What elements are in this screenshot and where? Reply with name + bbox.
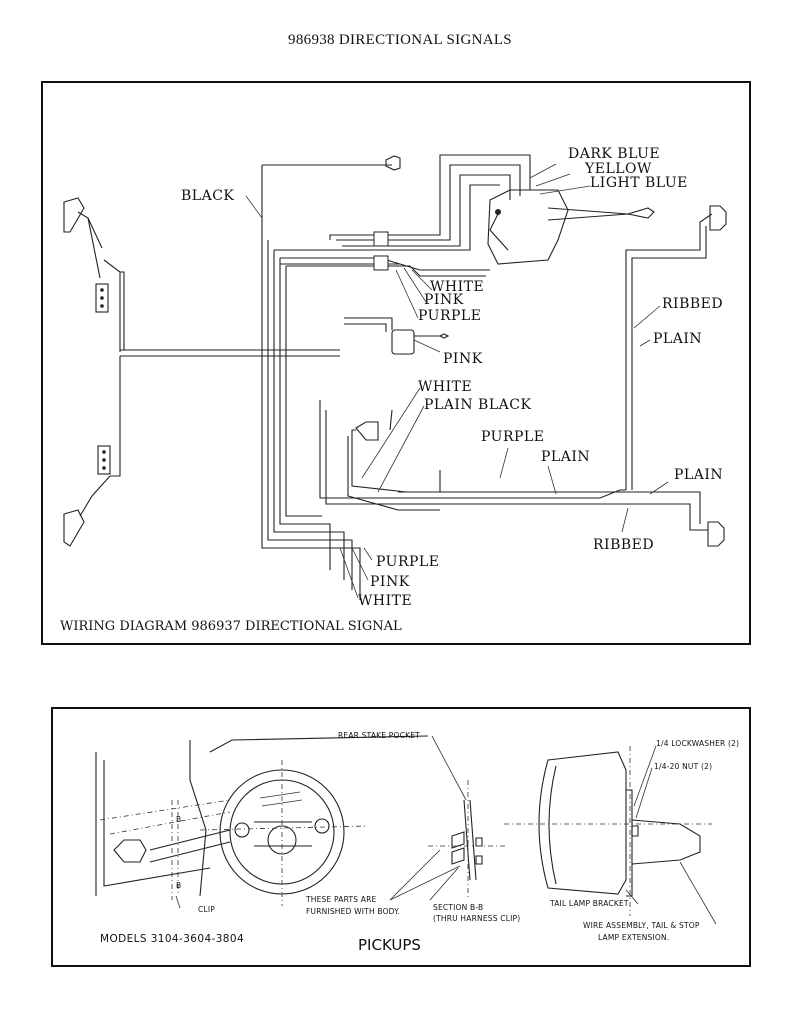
- label-section-b-bottom: B: [176, 881, 181, 890]
- tail-lamp-front-view: [199, 760, 369, 906]
- label-wire-line2: LAMP EXTENSION.: [598, 933, 669, 942]
- label-nut: 1/4-20 NUT (2): [654, 762, 712, 771]
- label-plain-black: PLAIN BLACK: [424, 397, 531, 413]
- label-ribbed-upper: RIBBED: [662, 296, 723, 312]
- pickups-panel: REAR STAKE POCKET 1/4 LOCKWASHER (2) 1/4…: [51, 707, 751, 967]
- pickups-title: PICKUPS: [358, 936, 421, 954]
- label-section-b-top: B: [176, 815, 181, 824]
- tail-lamp-side-view: [504, 746, 712, 916]
- section-b-b-view: [428, 780, 508, 900]
- wiring-diagram-caption: WIRING DIAGRAM 986937 DIRECTIONAL SIGNAL: [60, 619, 402, 634]
- label-white-lower: WHITE: [358, 593, 412, 609]
- left-front-lamp-upper: [63, 197, 121, 352]
- label-plain-mid: PLAIN: [541, 449, 590, 465]
- turn-signal-switch: [487, 189, 655, 265]
- label-section-line1: SECTION B-B: [433, 903, 483, 912]
- label-plain-upper: PLAIN: [653, 331, 702, 347]
- label-pink-lower: PINK: [370, 574, 410, 590]
- label-wire-line1: WIRE ASSEMBLY, TAIL & STOP: [583, 921, 700, 930]
- label-yellow: YELLOW: [584, 161, 652, 177]
- label-clip: CLIP: [198, 905, 215, 914]
- page-title: 986938 DIRECTIONAL SIGNALS: [288, 32, 512, 48]
- label-purple-lower: PURPLE: [376, 554, 439, 570]
- label-ribbed-lower: RIBBED: [593, 537, 654, 553]
- label-black: BLACK: [181, 188, 234, 204]
- label-purple-mid: PURPLE: [481, 429, 544, 445]
- wiring-diagram-panel: DARK BLUE YELLOW LIGHT BLUE BLACK WHITE …: [41, 81, 751, 645]
- flasher: [344, 317, 450, 355]
- label-section-line2: (THRU HARNESS CLIP): [433, 914, 520, 923]
- label-purple-upper: PURPLE: [418, 308, 481, 324]
- label-plain-right: PLAIN: [674, 467, 723, 483]
- label-white-upper: WHITE: [430, 279, 484, 295]
- label-white-mid: WHITE: [418, 379, 472, 395]
- label-light-blue: LIGHT BLUE: [590, 175, 688, 191]
- label-parts-line1: THESE PARTS ARE: [305, 895, 377, 904]
- label-rear-stake-pocket: REAR STAKE POCKET: [338, 731, 420, 740]
- label-tail-lamp-bracket: TAIL LAMP BRACKET: [549, 899, 629, 908]
- label-pink-upper: PINK: [424, 292, 464, 308]
- label-pink-mid: PINK: [443, 351, 483, 367]
- label-lockwasher: 1/4 LOCKWASHER (2): [656, 739, 739, 748]
- models-caption: MODELS 3104-3604-3804: [100, 933, 244, 945]
- left-front-lamp-lower: [63, 356, 121, 547]
- label-parts-line2: FURNISHED WITH BODY.: [306, 907, 400, 916]
- label-dark-blue: DARK BLUE: [568, 146, 660, 162]
